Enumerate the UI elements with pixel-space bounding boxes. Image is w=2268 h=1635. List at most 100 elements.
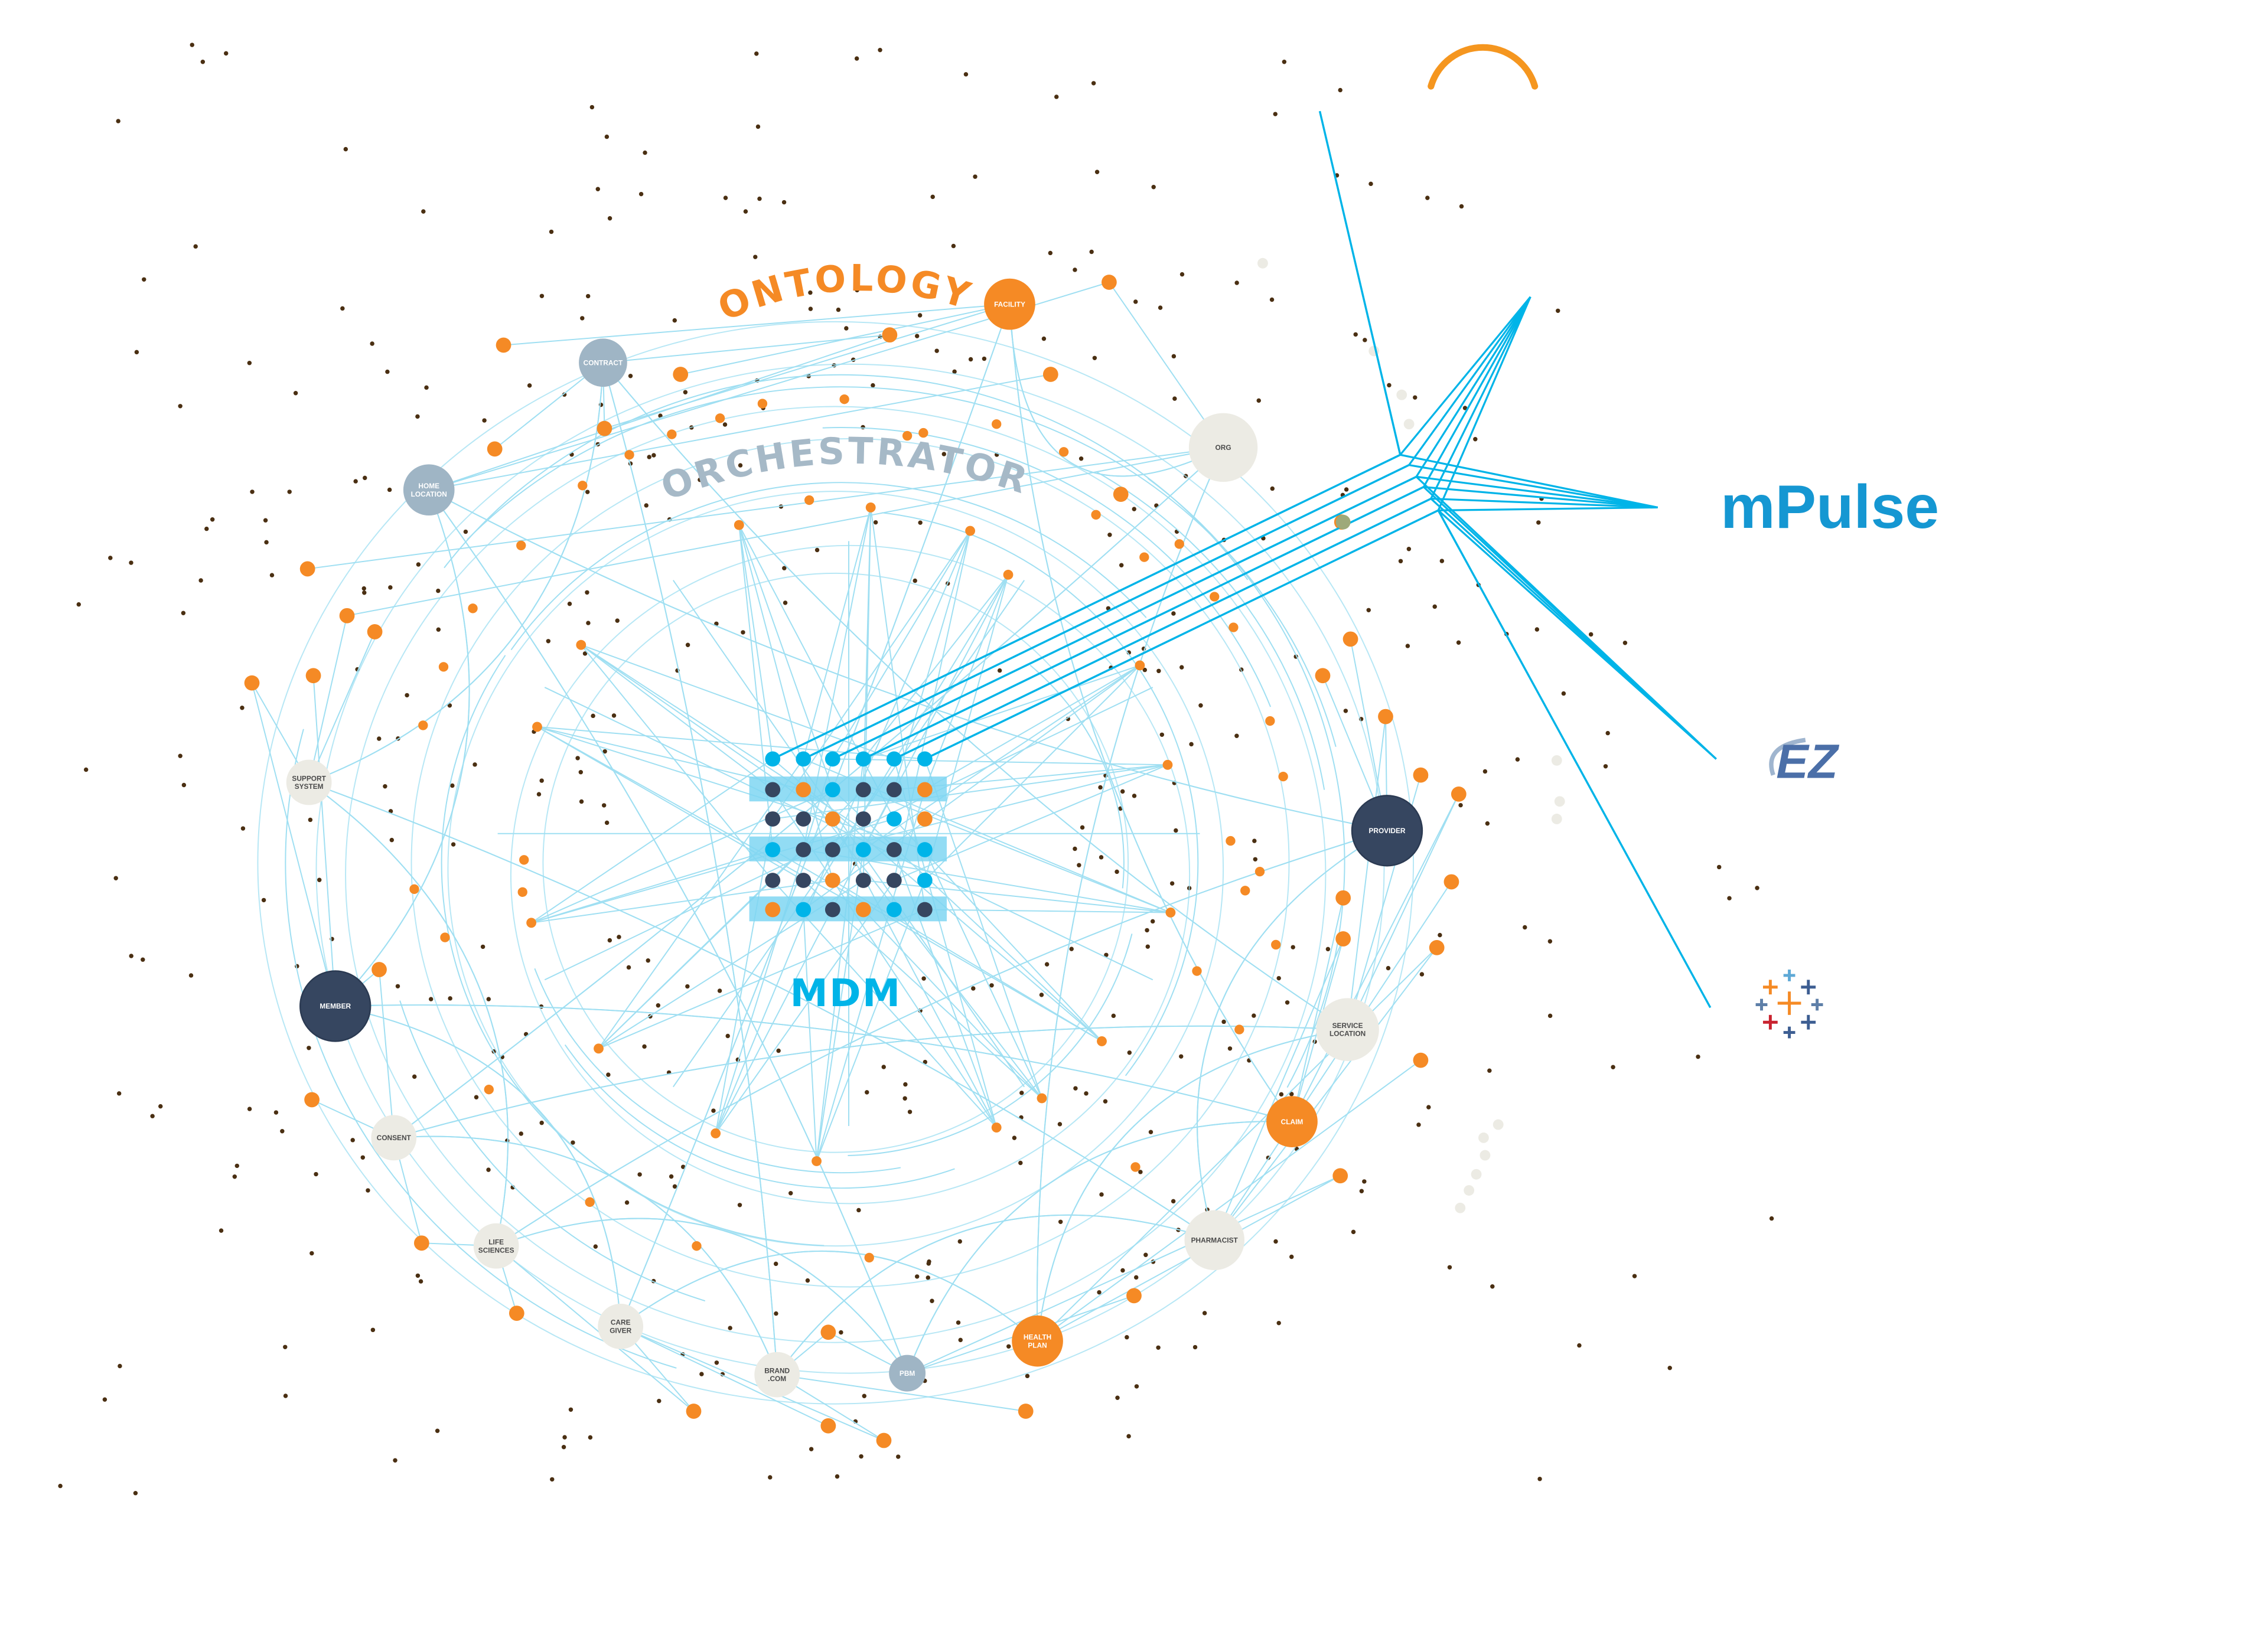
scatter-dot bbox=[388, 809, 393, 814]
scatter-dot bbox=[957, 1239, 962, 1244]
integration-line bbox=[924, 509, 1439, 760]
scatter-dot bbox=[685, 642, 690, 647]
edge bbox=[1037, 1059, 1422, 1342]
hub-node bbox=[1162, 759, 1173, 770]
integration-line bbox=[1408, 296, 1531, 466]
scatter-dot bbox=[1487, 1068, 1492, 1073]
health-plan-label: PLAN bbox=[1028, 1341, 1047, 1349]
scatter-dot bbox=[774, 1311, 778, 1316]
ring-arc bbox=[881, 512, 1199, 1076]
scatter-dot bbox=[448, 996, 452, 1001]
scatter-dot bbox=[273, 1110, 279, 1115]
edge bbox=[772, 880, 997, 1128]
scatter-dot bbox=[366, 1188, 370, 1193]
scatter-dot bbox=[934, 348, 939, 353]
scatter-dot bbox=[1473, 437, 1478, 442]
scatter-dot bbox=[1179, 1054, 1184, 1059]
mdm-grid-dot bbox=[796, 811, 812, 827]
edge bbox=[308, 782, 1215, 1241]
orange-node bbox=[339, 608, 355, 624]
claim-circle bbox=[1266, 1096, 1318, 1147]
scatter-dot bbox=[116, 1091, 122, 1096]
member-node: MEMBER bbox=[299, 970, 372, 1042]
scatter-dot bbox=[1111, 1013, 1116, 1019]
integration-line bbox=[1416, 475, 1658, 509]
scatter-dot bbox=[240, 826, 246, 831]
orange-node bbox=[1102, 275, 1117, 290]
scatter-dot bbox=[486, 1167, 491, 1172]
integration-line bbox=[1318, 110, 1402, 455]
orange-node bbox=[1278, 771, 1288, 782]
orange-node bbox=[1174, 539, 1184, 549]
scatter-dot bbox=[626, 965, 631, 970]
faded-node bbox=[1403, 419, 1415, 430]
service-location-circle bbox=[1316, 998, 1379, 1061]
orange-node bbox=[864, 1252, 874, 1263]
ring-arc bbox=[399, 1000, 706, 1302]
brand-com-circle bbox=[754, 1352, 800, 1398]
edge bbox=[673, 833, 849, 1088]
scatter-dot bbox=[585, 489, 590, 494]
edge bbox=[924, 574, 1009, 790]
orange-node bbox=[1091, 510, 1101, 520]
scatter-dot bbox=[261, 898, 266, 903]
scatter-dot bbox=[738, 463, 743, 468]
ring-arc bbox=[441, 655, 825, 1246]
scatter-dot bbox=[133, 1490, 138, 1496]
scatter-dot bbox=[760, 455, 765, 459]
mdm-grid-dot bbox=[825, 751, 840, 767]
scatter-dot bbox=[699, 1372, 704, 1376]
scatter-dot bbox=[1115, 869, 1119, 874]
scatter-dot bbox=[482, 418, 487, 423]
mdm-grid-dot bbox=[765, 902, 781, 918]
scatter-dot bbox=[956, 1320, 961, 1325]
scatter-dot bbox=[595, 187, 601, 191]
edge bbox=[803, 507, 872, 759]
scatter-dot bbox=[383, 784, 387, 789]
mdm-grid-dot bbox=[825, 811, 840, 827]
scatter-dot bbox=[1406, 547, 1412, 551]
mdm-row-highlight bbox=[749, 896, 947, 922]
scatter-dot bbox=[190, 43, 194, 47]
scatter-dot bbox=[1547, 1013, 1553, 1019]
scatter-dot bbox=[562, 392, 567, 397]
scatter-dots-layer bbox=[58, 43, 1774, 1496]
scatter-dot bbox=[421, 209, 426, 214]
edge bbox=[335, 1004, 1292, 1122]
mdm-grid-dot bbox=[886, 902, 902, 918]
orange-node bbox=[496, 337, 511, 353]
scatter-dot bbox=[926, 1275, 930, 1280]
edge bbox=[893, 759, 998, 1128]
scatter-dot bbox=[263, 518, 268, 523]
mpulse-logo: mPulse bbox=[1720, 473, 1939, 541]
scatter-dot bbox=[997, 668, 1002, 673]
pbm-node: PBM bbox=[889, 1355, 926, 1392]
edge bbox=[1037, 947, 1438, 1342]
hub-node bbox=[812, 1156, 822, 1166]
edge bbox=[307, 446, 1224, 570]
scatter-dot bbox=[844, 326, 849, 331]
scatter-dot bbox=[1012, 1135, 1017, 1140]
scatter-dot bbox=[1159, 732, 1165, 737]
scatter-dot bbox=[1172, 396, 1177, 401]
scatter-dot bbox=[658, 413, 663, 418]
scatter-dot bbox=[1253, 857, 1258, 862]
orange-node bbox=[918, 427, 928, 438]
edge bbox=[924, 665, 1140, 791]
scatter-dot bbox=[971, 986, 976, 991]
scatter-dot bbox=[1276, 975, 1281, 981]
orange-node bbox=[484, 1084, 494, 1095]
member-label: MEMBER bbox=[320, 1002, 351, 1010]
hub-node bbox=[734, 520, 744, 530]
scatter-dot bbox=[361, 586, 366, 591]
orange-node bbox=[487, 441, 503, 457]
scatter-dot bbox=[307, 1046, 311, 1050]
scatter-dot bbox=[1138, 1170, 1143, 1174]
integration-fan-lines bbox=[772, 110, 1717, 1009]
org-node: ORG bbox=[1188, 413, 1258, 482]
scatter-dot bbox=[1547, 939, 1553, 944]
edge bbox=[308, 631, 376, 783]
scatter-dot bbox=[723, 195, 728, 200]
scatter-dot bbox=[643, 150, 647, 155]
orchestrator-title: ORCHESTRATOR bbox=[656, 430, 1035, 509]
